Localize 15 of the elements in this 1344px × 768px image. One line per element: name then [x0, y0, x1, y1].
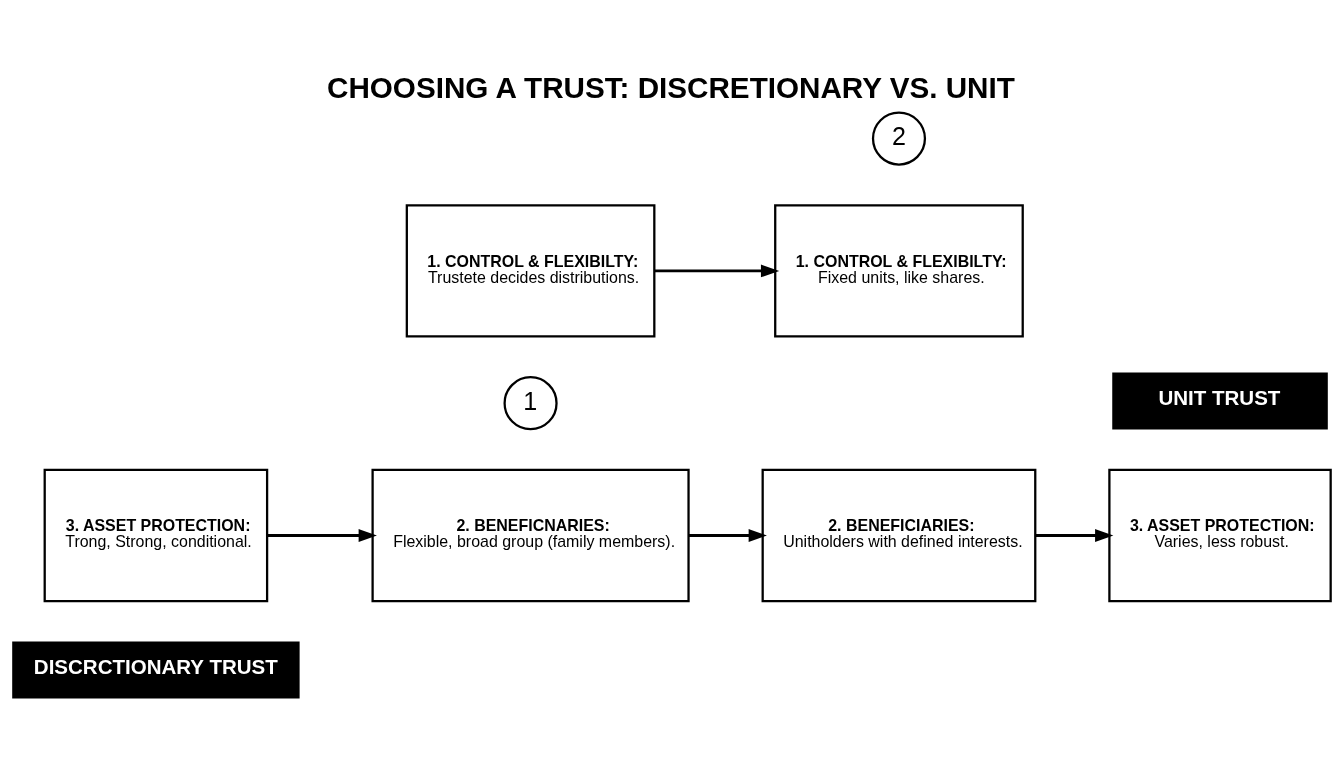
arrow: [1035, 529, 1114, 542]
arrow: [654, 264, 780, 278]
node-box: 1. CONTROL & FLEXIBILTY: Fixed units, like shares.: [774, 204, 1024, 338]
arrow: [267, 529, 377, 542]
node-box: 2. BENEFICNARIES: Flexible, broad group (family members).: [371, 468, 690, 603]
node-circle: 1: [503, 376, 558, 431]
arrow: [688, 529, 767, 542]
node-box: DISCRCTIONARY TRUST: [12, 641, 300, 699]
node-box: 3. ASSET PROTECTION: Varies, less robust.: [1108, 468, 1332, 603]
node-box: 1. CONTROL & FLEXIBILTY: Trustete decides distributions.: [405, 204, 656, 338]
node-box: 3. ASSET PROTECTION: Trong, Strong, conditional.: [43, 468, 269, 603]
node-box: 2. BENEFICIARIES: Unitholders with defined interests.: [761, 468, 1037, 603]
node-circle: 2: [871, 111, 927, 166]
node-box: UNIT TRUST: [1112, 372, 1328, 430]
diagram-title: CHOOSING A TRUST: DISCRETIONARY VS. UNIT: [326, 70, 1015, 104]
